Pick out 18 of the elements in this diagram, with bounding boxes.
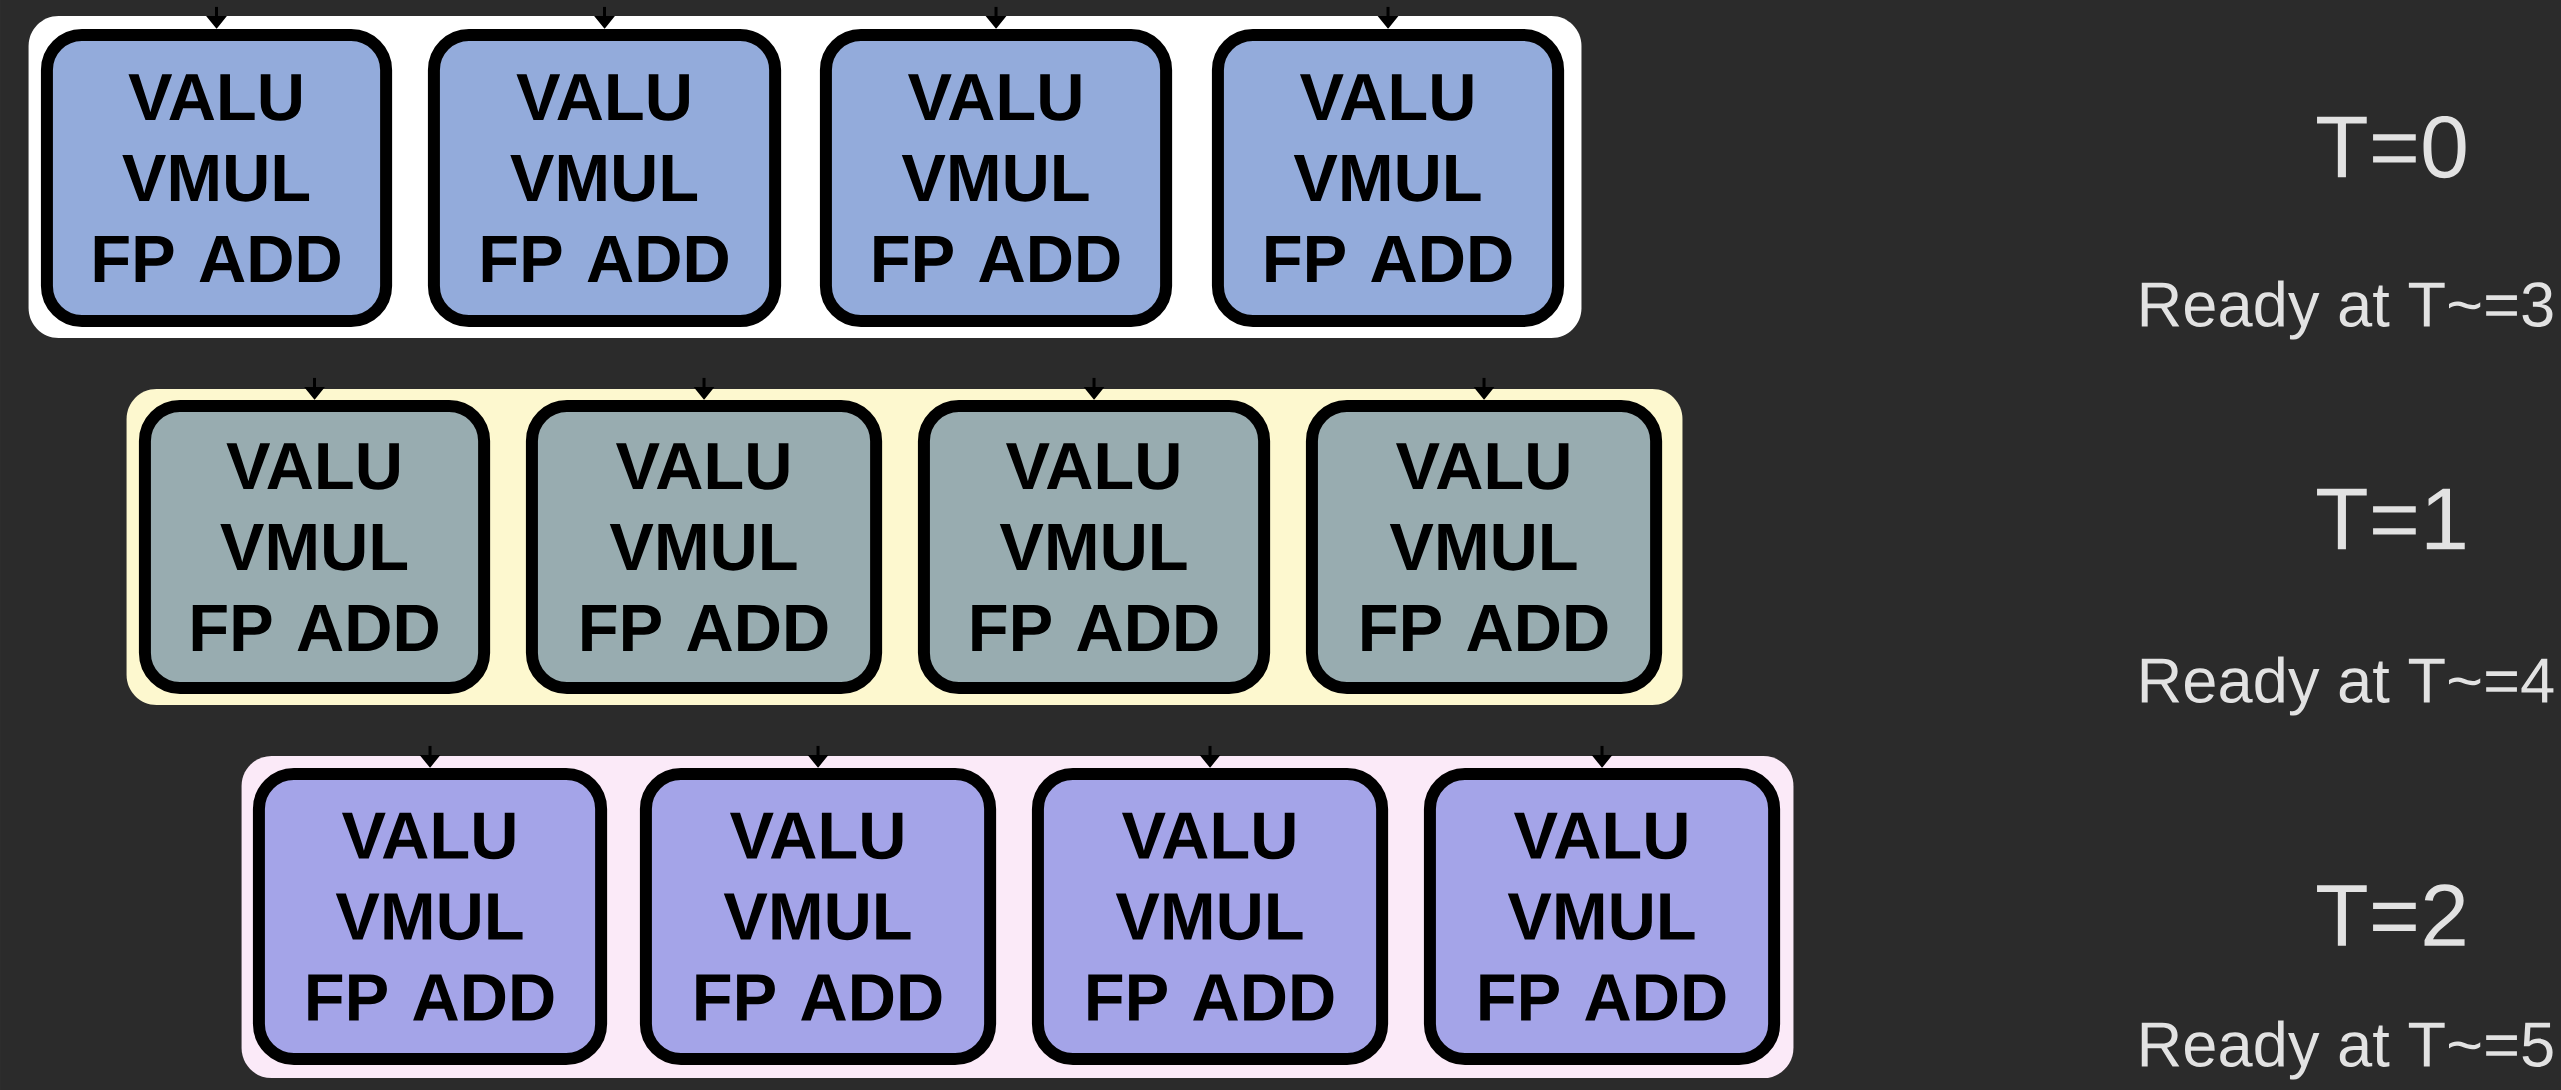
time-label: T=1 (2317, 488, 2465, 550)
unit-box: VALU VMUL FP ADD (138, 399, 491, 695)
unit-box: VALU VMUL FP ADD (525, 399, 883, 695)
unit-box: VALU VMUL FP ADD (819, 28, 1173, 328)
unit-box: VALU VMUL FP ADD (1305, 399, 1663, 695)
unit-box: VALU VMUL FP ADD (1031, 767, 1389, 1066)
unit-box: VALU VMUL FP ADD (917, 399, 1271, 695)
unit-box: VALU VMUL FP ADD (252, 767, 608, 1066)
unit-box: VALU VMUL FP ADD (427, 28, 782, 328)
ready-note: Ready at T~=3 (2141, 280, 2553, 340)
unit-box: VALU VMUL FP ADD (1423, 767, 1781, 1066)
time-label: T=0 (2317, 115, 2466, 179)
unit-box: VALU VMUL FP ADD (40, 28, 393, 328)
time-label: T=2 (2317, 884, 2465, 946)
ready-note: Ready at T~=5 (2141, 1020, 2553, 1080)
unit-box: VALU VMUL FP ADD (1211, 28, 1565, 328)
unit-box: VALU VMUL FP ADD (639, 767, 997, 1066)
ready-note: Ready at T~=4 (2141, 656, 2554, 716)
